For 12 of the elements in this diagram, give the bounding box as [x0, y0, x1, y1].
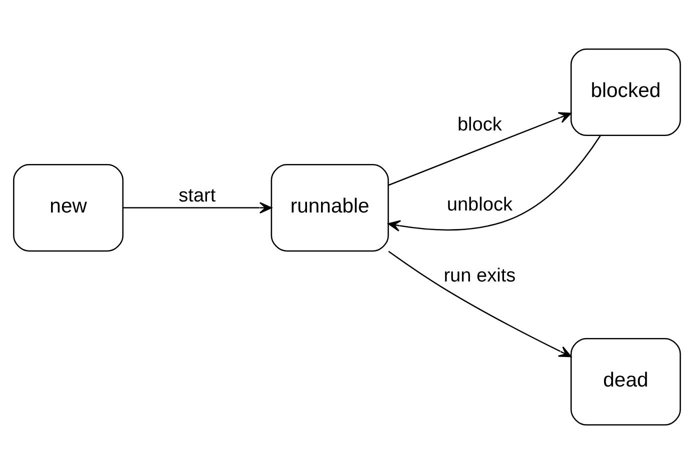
arrow [388, 134, 601, 231]
edge-label: unblock [446, 194, 512, 215]
edge-label: block [457, 114, 502, 135]
arrow [388, 250, 572, 357]
node-box: new [13, 164, 124, 252]
node-box: blocked [570, 48, 681, 136]
edge-label: run exits [444, 264, 516, 286]
node-box: dead [570, 337, 681, 426]
edge-label: start [178, 184, 216, 206]
arrow [123, 202, 272, 214]
node-box: runnable [270, 164, 389, 252]
arrow [388, 112, 572, 186]
